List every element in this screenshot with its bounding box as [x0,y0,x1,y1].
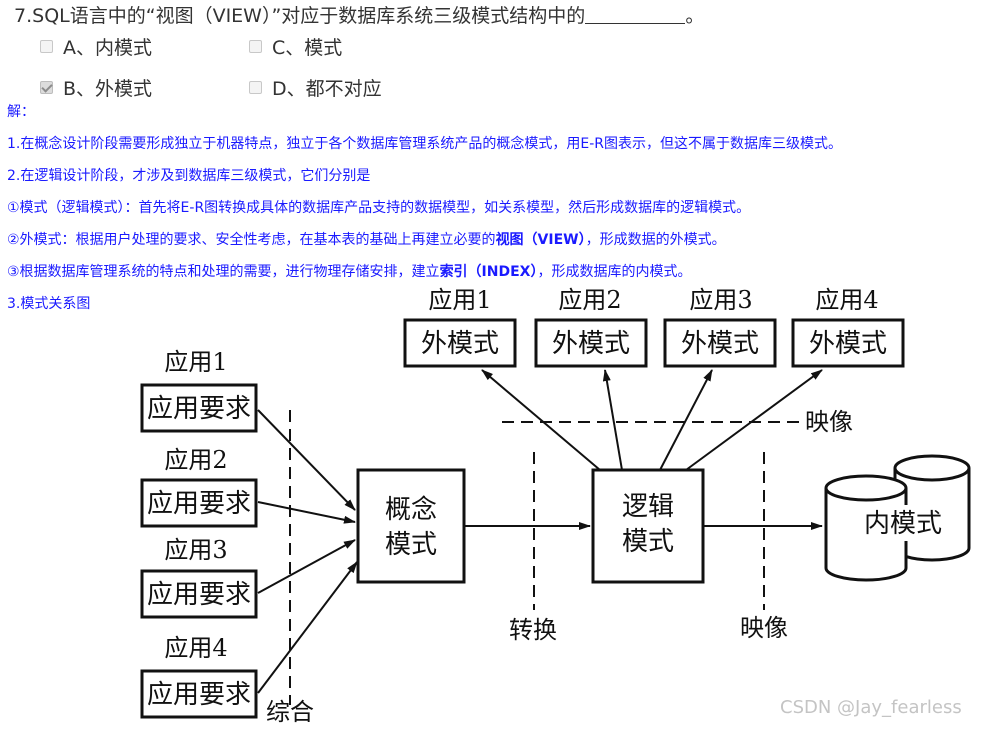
question-stem: 7.SQL语言中的“视图（VIEW）”对应于数据库系统三级模式结构中的 [14,5,586,27]
index-keyword: 索引（INDEX） [439,264,538,280]
option-c-label: C、模式 [272,37,343,59]
option-b[interactable]: B、外模式 [40,74,152,101]
csdn-watermark: CSDN @Jay_fearless [780,697,962,718]
left-app-4-label: 应用4 [164,634,227,662]
mapping-arrows-up [481,369,823,471]
svg-text:概念: 概念 [385,495,437,525]
svg-text:外模式: 外模式 [552,329,630,359]
left-app-2-label: 应用2 [164,446,227,474]
top-app-1-label: 应用1 [428,286,491,314]
top-app-2-label: 应用2 [558,286,621,314]
svg-text:应用要求: 应用要求 [147,489,251,519]
option-a-label: A、内模式 [63,37,152,59]
left-app-1-label: 应用1 [164,348,227,376]
svg-text:外模式: 外模式 [421,329,499,359]
option-a[interactable]: A、内模式 [40,33,152,60]
svg-text:外模式: 外模式 [809,329,887,359]
top-app-3-label: 应用3 [689,286,752,314]
logical-schema-box: 逻辑 模式 [591,468,705,584]
answer-blank [585,5,686,24]
internal-schema-cylinders: 内模式 [824,454,971,582]
synthesis-label: 综合 [266,698,314,726]
external-schema-box-4: 外模式 [791,318,905,368]
svg-text:逻辑: 逻辑 [622,492,674,522]
question-text: 7.SQL语言中的“视图（VIEW）”对应于数据库系统三级模式结构中的 。 [14,1,704,28]
svg-text:应用要求: 应用要求 [147,580,251,610]
external-schema-box-3: 外模式 [663,318,777,368]
left-app-3-label: 应用3 [164,536,227,564]
synthesis-arrows [257,409,358,694]
option-d[interactable]: D、都不对应 [249,74,382,101]
option-c-checkbox[interactable] [249,40,262,53]
requirement-box-2: 应用要求 [140,478,258,528]
option-c[interactable]: C、模式 [249,33,342,60]
external-schema-box-2: 外模式 [534,318,648,368]
solution-line-6: 3.模式关系图 [7,296,91,312]
solution-line-4: ②外模式：根据用户处理的要求、安全性考虑，在基本表的基础上再建立必要的视图（VI… [7,232,726,248]
option-d-label: D、都不对应 [272,78,382,100]
requirement-box-3: 应用要求 [140,569,258,619]
option-d-checkbox[interactable] [249,81,262,94]
solution-line-3: ①模式（逻辑模式）：首先将E-R图转换成具体的数据库产品支持的数据模型，如关系模… [7,200,751,216]
mapping-label-top: 映像 [805,408,853,436]
option-b-checkbox[interactable] [40,81,53,94]
mapping-label-bottom: 映像 [740,614,788,642]
top-app-4-label: 应用4 [815,286,878,314]
solution-line-2: 2.在逻辑设计阶段，才涉及到数据库三级模式，它们分别是 [7,168,371,184]
solution-heading: 解： [7,104,35,120]
internal-schema-label: 内模式 [864,509,942,539]
option-b-label: B、外模式 [63,78,153,100]
option-a-checkbox[interactable] [40,40,53,53]
solution-line-1: 1.在概念设计阶段需要形成独立于机器特点，独立于各个数据库管理系统产品的概念模式… [7,136,842,152]
conceptual-schema-box: 概念 模式 [356,468,466,584]
view-keyword: 视图（VIEW） [495,232,586,248]
question-suffix: 。 [685,5,705,27]
external-schema-box-1: 外模式 [403,318,517,368]
svg-text:外模式: 外模式 [681,329,759,359]
svg-text:模式: 模式 [385,530,437,560]
transform-label: 转换 [509,616,557,644]
requirement-box-4: 应用要求 [140,669,258,719]
svg-text:模式: 模式 [622,527,674,557]
svg-text:应用要求: 应用要求 [147,680,251,710]
solution-line-5: ③根据数据库管理系统的特点和处理的需要，进行物理存储安排，建立索引（INDEX）… [7,264,692,280]
svg-text:应用要求: 应用要求 [147,394,251,424]
requirement-box-1: 应用要求 [140,383,258,433]
